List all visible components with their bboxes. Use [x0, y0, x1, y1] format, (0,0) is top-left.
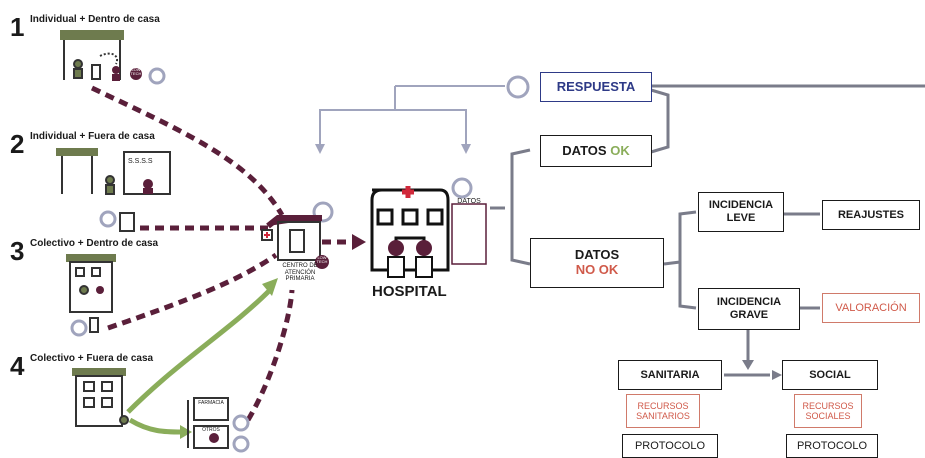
scenario-3-label: Colectivo + Dentro de casa [30, 238, 159, 249]
reajustes-box: REAJUSTES [822, 200, 920, 230]
datos-tag: DATOS [457, 198, 481, 205]
pharmacy-icon [187, 397, 229, 449]
scenario-2-number: 2 [10, 129, 25, 159]
hospital-label: HOSPITAL [372, 283, 447, 300]
incidencia-leve-box: INCIDENCIA LEVE [698, 192, 784, 232]
farmacia-label: FARMACIA [198, 400, 224, 406]
datos-ok-prefix: DATOS [562, 142, 611, 158]
protocolo-social-label: PROTOCOLO [796, 439, 868, 452]
hospital-caption-bg [344, 300, 472, 354]
protocolo-social-box: PROTOCOLO [786, 434, 878, 458]
scenario-1-number: 1 [10, 12, 25, 42]
datos-nook-line1: DATOS [574, 247, 620, 263]
building-4-icon [72, 368, 129, 427]
centro-building-icon [261, 215, 329, 269]
datos-nook-status: NO OK [575, 262, 619, 277]
sanitaria-box: SANITARIA [618, 360, 722, 390]
recursos-sociales-box: RECURSOS SOCIALES [794, 394, 862, 428]
ssss-sign: S.S.S.S [128, 158, 153, 165]
valoracion-box: VALORACIÓN [822, 293, 920, 323]
incidencia-grave-box: INCIDENCIA GRAVE [698, 288, 800, 330]
datos-nook-box: DATOS NO OK [530, 238, 664, 288]
incidencia-leve-label: INCIDENCIA LEVE [708, 199, 774, 224]
respuesta-line [319, 86, 396, 146]
green-arrow-right [128, 417, 183, 435]
scenario-2-label: Individual + Fuera de casa [30, 131, 155, 142]
datos-ok-box: DATOS OK [540, 135, 652, 167]
flow-1-to-centro [90, 85, 285, 217]
sanitaria-label: SANITARIA [640, 368, 700, 381]
respuesta-box: RESPUESTA [540, 72, 652, 102]
protocolo-sanitario-box: PROTOCOLO [622, 434, 718, 458]
scenario-4-label: Colectivo + Fuera de casa [30, 353, 154, 364]
recursos-sanitarios-label: RECURSOS SANITARIOS [636, 400, 690, 421]
scenario-3-number: 3 [10, 236, 25, 266]
lowtech-centro: LOW TECH [316, 255, 328, 265]
outdoor-2-icon [56, 148, 171, 232]
scenario-4-number: 4 [10, 351, 25, 381]
flow-3-to-centro [107, 252, 278, 331]
building-3-icon [66, 254, 116, 333]
datos-ok-status: OK [610, 142, 630, 158]
lowtech-1: LOW TECH [130, 67, 142, 77]
incidencia-grave-label: INCIDENCIA GRAVE [716, 296, 782, 321]
protocolo-sanitario-label: PROTOCOLO [634, 439, 706, 452]
reajustes-label: REAJUSTES [837, 208, 905, 221]
valoracion-label: VALORACIÓN [835, 301, 907, 314]
scenario-1-label: Individual + Dentro de casa [30, 14, 160, 25]
circle-respuesta [506, 75, 530, 99]
recursos-sanitarios-box: RECURSOS SANITARIOS [626, 394, 700, 428]
otros-label: OTROS [202, 427, 220, 433]
social-label: SOCIAL [809, 368, 851, 381]
centro-label: CENTRO DE ATENCIÓN PRIMARIA [282, 263, 318, 283]
respuesta-label: RESPUESTA [556, 78, 636, 94]
green-arrow-up [126, 288, 272, 414]
house-1-icon [60, 30, 142, 81]
flow-4-to-centro [245, 289, 295, 422]
social-box: SOCIAL [782, 360, 878, 390]
recursos-sociales-label: RECURSOS SOCIALES [802, 400, 854, 421]
flow-arrowhead [352, 234, 366, 250]
